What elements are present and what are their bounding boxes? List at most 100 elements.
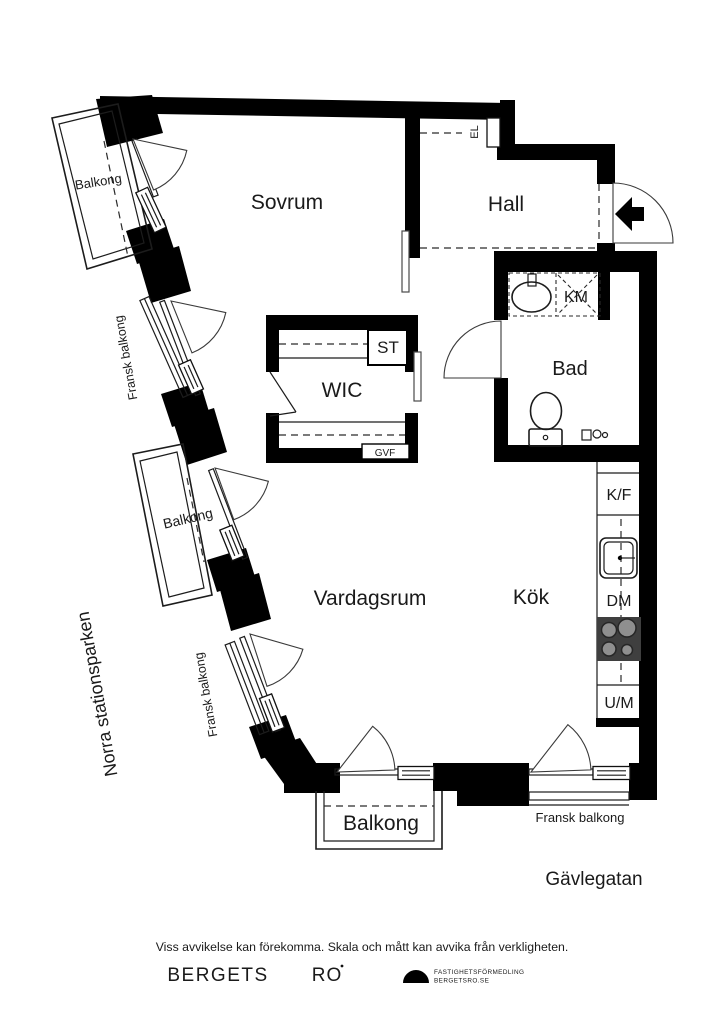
washbasin [511, 281, 552, 313]
french-door-swing [249, 633, 304, 687]
balcony-label-bottom: Balkong [343, 812, 419, 835]
wall-pier [173, 408, 227, 465]
brand-word-bergets: BERGETS [167, 965, 268, 986]
wall-wic-top [266, 315, 418, 330]
rail-line [229, 642, 265, 734]
room-label-hall: Hall [488, 193, 524, 216]
wall-top [100, 96, 508, 120]
french-balcony-label-bottom: Fransk balkong [536, 810, 625, 825]
balcony-outline [315, 791, 443, 850]
room-label-kok: Kök [513, 586, 550, 609]
balcony-mid [132, 443, 213, 607]
wic-door-leaf [269, 371, 297, 417]
laundry-area [508, 272, 601, 317]
wall-bottom-pier [433, 763, 529, 791]
fixture-label-el: EL [469, 125, 481, 138]
rail [224, 640, 270, 736]
french-balcony-label-lower: Fransk balkong [192, 651, 221, 738]
km-cross [557, 274, 598, 315]
wall-hall-top [497, 144, 615, 160]
balcony-outline-inner [139, 451, 205, 598]
appliance-outline [508, 272, 601, 317]
glazing [158, 299, 202, 397]
window [134, 186, 168, 234]
wall-el-column [500, 100, 515, 158]
balcony-bottom [315, 791, 443, 850]
rail [528, 791, 630, 801]
wall-corner-bottomright [629, 763, 657, 800]
kitchen-sink [599, 537, 638, 579]
room-label-sovrum: Sovrum [251, 191, 323, 214]
balcony-label-top: Balkong [74, 170, 123, 192]
footer: Viss avvikelse kan förekomma. Skala och … [156, 940, 569, 986]
trademark-dot [340, 964, 344, 968]
fixture-label-km: KM [564, 289, 588, 306]
kitchen-counter [596, 462, 641, 718]
wall-wic-left-upper [266, 330, 279, 372]
el-cabinet [486, 117, 501, 148]
window [258, 693, 286, 733]
stove-burner [600, 621, 618, 639]
shower-mixer [592, 429, 602, 439]
fixture-label-um: U/M [604, 695, 633, 712]
bathroom-door-swing [443, 320, 502, 379]
bathroom-fixtures [528, 391, 609, 447]
room-label-wic: WIC [322, 379, 363, 402]
sliding-door-sovrum [401, 230, 410, 293]
french-balcony-rail-upper [139, 295, 193, 399]
street-label-left: Norra stationsparken [73, 610, 122, 778]
wall-right-exterior [639, 272, 657, 800]
wall-bad-left [494, 378, 508, 462]
balcony-dashed-line [186, 477, 205, 563]
entrance-arrow-icon [615, 197, 644, 231]
balcony-outline-inner [58, 110, 145, 260]
gvf-box [361, 443, 410, 460]
windows [134, 186, 631, 781]
wall-hall-step [597, 152, 615, 184]
window [218, 524, 246, 562]
window [177, 358, 205, 396]
balcony-door-swing [132, 138, 188, 191]
wall-corner-topleft [96, 95, 163, 147]
stove-burner [620, 643, 634, 657]
logo-dome-icon [403, 970, 429, 983]
window [397, 765, 435, 781]
wall-km-left [494, 272, 508, 320]
door-swings [132, 138, 674, 773]
wall-bad-bottom [494, 445, 657, 462]
wall-km-right [598, 272, 610, 320]
fixture-label-dm: DM [607, 593, 632, 610]
stove-burner [617, 618, 637, 638]
km-cross [557, 274, 598, 315]
wardrobes [279, 132, 596, 436]
room-label-bad: Bad [552, 358, 588, 380]
st-closet [367, 329, 408, 366]
wall-pier [138, 246, 191, 303]
shower-mixer [601, 431, 609, 439]
toilet-bowl [529, 391, 563, 431]
french-door-swing [170, 300, 227, 354]
fixture-label-kf: K/F [607, 487, 632, 504]
french-door-swing [529, 723, 592, 773]
balcony-door-swing [214, 467, 270, 521]
wall-hall-bottom [494, 251, 657, 272]
shower-mixer [581, 429, 592, 441]
balcony-outline-inner [323, 791, 435, 842]
stove-burner [601, 641, 617, 657]
washbasin-tap [527, 273, 537, 287]
logo-caption-line2: BERGETSRO.SE [434, 978, 489, 985]
balcony-door-swing [335, 725, 396, 773]
toilet-tank [528, 428, 563, 447]
facade-lines [131, 138, 594, 776]
wall-bottom-pier-step [457, 791, 529, 806]
street-label-bottom: Gävlegatan [545, 869, 642, 890]
french-balcony-rail-bottom [528, 791, 630, 806]
logo-caption-line1: FASTIGHETSFÖRMEDLING [434, 968, 524, 976]
disclaimer-text: Viss avvikelse kan förekomma. Skala och … [156, 940, 569, 954]
sliding-door-wic [413, 351, 422, 402]
fixture-label-st: ST [377, 338, 399, 357]
fixture-label-gvf: GVF [375, 448, 396, 459]
french-balcony-label-upper: Fransk balkong [112, 314, 141, 401]
